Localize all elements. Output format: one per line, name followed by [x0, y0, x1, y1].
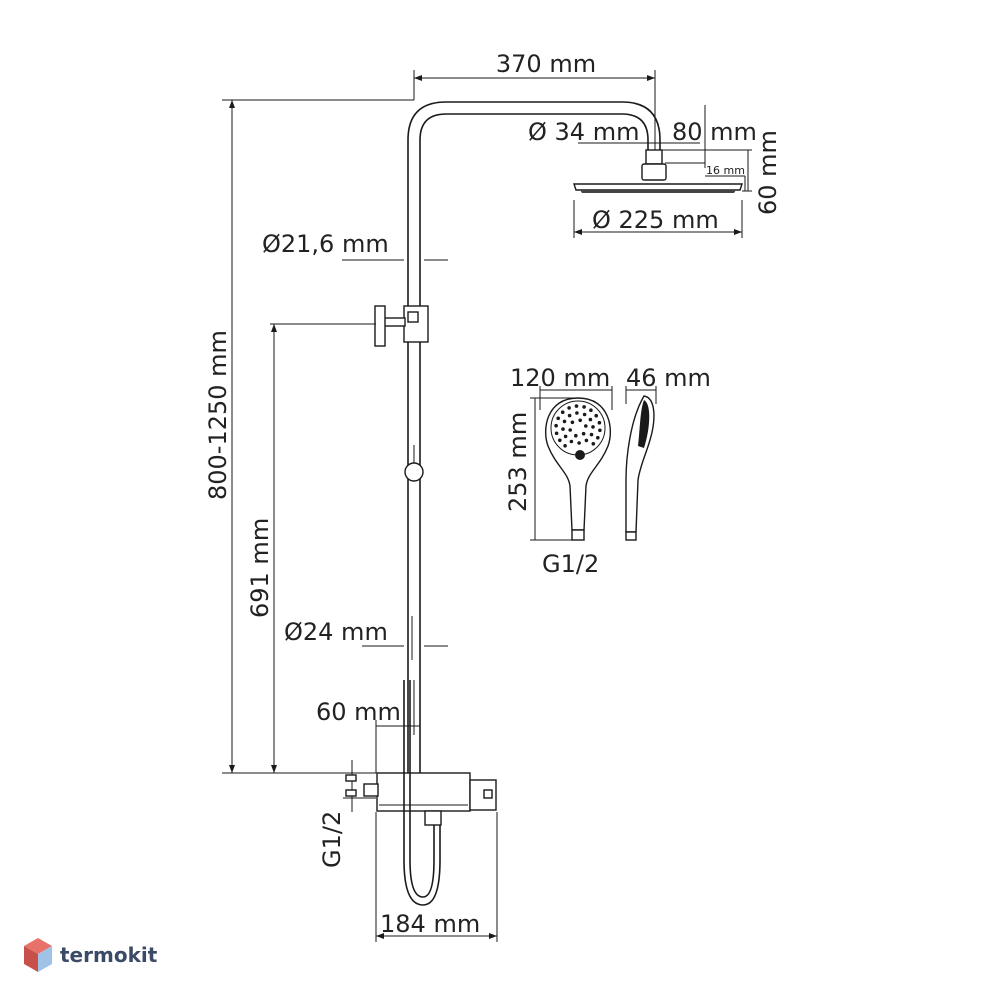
label-hand-depth: 46 mm: [626, 364, 711, 392]
dim-connector-length: 80 mm: [665, 105, 757, 168]
mixer-handle-cap: [483, 789, 493, 799]
nozzle-dot: [598, 428, 602, 433]
nozzle-dot: [568, 428, 572, 432]
nozzle-dot: [597, 420, 602, 425]
dim-arm-length: 370 mm: [413, 50, 656, 150]
label-head-height: 60 mm: [754, 130, 782, 215]
nozzle-dot: [584, 438, 589, 443]
label-total-height: 800-1250 mm: [204, 330, 232, 500]
termokit-logo: termokit: [24, 938, 158, 972]
nozzle-dot: [594, 413, 598, 418]
nozzle-dot: [581, 431, 586, 436]
dim-total-height: 800-1250 mm: [204, 99, 414, 774]
nozzle-dot: [567, 413, 572, 418]
dim-hand-length: 253 mm: [504, 397, 575, 541]
nozzle-dot: [574, 404, 579, 408]
nozzle-dot: [591, 442, 596, 446]
head-disc: [573, 183, 743, 191]
nozzle-dot: [570, 420, 575, 425]
hand-shower-side-thread: [625, 531, 637, 541]
nozzle-dot: [596, 435, 600, 440]
riser-pipe-inner: [419, 113, 649, 310]
nozzle-dot: [582, 412, 587, 417]
mixer-outlet: [424, 810, 442, 826]
label-connector-length: 80 mm: [672, 118, 757, 146]
hand-shower-holder: [374, 305, 429, 482]
nozzle-dot: [554, 423, 558, 428]
dim-upper-pipe-diameter: Ø21,6 mm: [262, 230, 448, 268]
dim-lower-pipe-diameter: Ø24 mm: [284, 616, 448, 660]
head-nozzles: [580, 190, 736, 193]
label-wall-offset: 60 mm: [316, 698, 401, 726]
hand-shower-nozzles: [554, 404, 602, 448]
label-hand-thread: G1/2: [542, 550, 599, 578]
dim-wall-offset: 60 mm: [316, 680, 420, 773]
nozzle-dot: [589, 408, 593, 413]
label-hand-length: 253 mm: [504, 412, 532, 512]
nozzle-dot: [569, 439, 574, 444]
hand-shower-front: [545, 397, 611, 541]
nozzle-dot: [582, 405, 586, 409]
logo-text: termokit: [60, 943, 158, 967]
nozzle-dot: [561, 427, 565, 431]
hand-shower-body: [545, 397, 611, 531]
nozzle-dot: [577, 441, 581, 445]
label-head-diameter: Ø 225 mm: [592, 206, 719, 234]
label-arm-length: 370 mm: [496, 50, 596, 78]
rain-shower-head: [573, 149, 743, 193]
label-arm-diameter: Ø 34 mm: [528, 118, 639, 146]
hand-shower-thread: [571, 529, 585, 541]
nozzle-dot: [584, 424, 588, 428]
head-joint: [641, 163, 667, 181]
label-lower-pipe-diameter: Ø24 mm: [284, 618, 388, 646]
nozzle-dot: [560, 410, 565, 415]
riser-pipe-outer: [407, 101, 661, 310]
nozzle-dot: [554, 431, 559, 436]
label-inlet-thread: G1/2: [318, 811, 346, 868]
mode-button: [575, 450, 585, 460]
logo-cube-right: [38, 946, 52, 972]
shower-hose: [403, 680, 441, 906]
riser-assembly: [407, 101, 661, 773]
dim-hand-depth: 46 mm: [625, 364, 711, 404]
nozzle-dot: [591, 425, 595, 429]
pipe-bracket: [404, 462, 424, 482]
nozzle-dot: [588, 417, 593, 422]
nozzle-dot: [563, 444, 567, 448]
shower-hose-inner: [409, 680, 435, 898]
label-mixer-width: 184 mm: [380, 910, 480, 938]
nozzle-dot: [556, 416, 560, 421]
head-connector: [645, 149, 663, 165]
hand-shower-side-body: [625, 395, 655, 533]
label-hand-width: 120 mm: [510, 364, 610, 392]
holder-knob: [374, 305, 386, 347]
logo-cube-left: [24, 946, 38, 972]
hand-shower-side: [625, 395, 655, 541]
wall-inlet: [363, 783, 379, 797]
dim-arm-diameter: Ø 34 mm: [528, 118, 700, 146]
dim-inlet-thread: G1/2: [318, 760, 376, 868]
dim-hand-width: 120 mm: [510, 364, 613, 410]
nozzle-dot: [578, 418, 582, 423]
label-upper-pipe-diameter: Ø21,6 mm: [262, 230, 389, 258]
nozzle-dot: [558, 438, 562, 443]
label-slider-height: 691 mm: [246, 518, 274, 618]
label-head-thickness: 16 mm: [706, 164, 745, 177]
holder-cup: [382, 317, 406, 327]
dim-head-diameter: Ø 225 mm: [573, 200, 743, 238]
dim-mixer-width: 184 mm: [375, 812, 498, 942]
nozzle-dot: [574, 433, 578, 438]
nozzle-dot: [562, 419, 567, 424]
thermostatic-mixer: [363, 680, 497, 906]
nozzle-dot: [575, 411, 579, 415]
nozzle-dot: [563, 434, 568, 439]
nozzle-dot: [567, 406, 571, 410]
holder-clamp: [407, 311, 419, 323]
dim-head-height: 16 mm 60 mm: [660, 130, 782, 215]
nozzle-dot: [589, 432, 594, 437]
dim-slider-height: 691 mm: [246, 323, 376, 773]
